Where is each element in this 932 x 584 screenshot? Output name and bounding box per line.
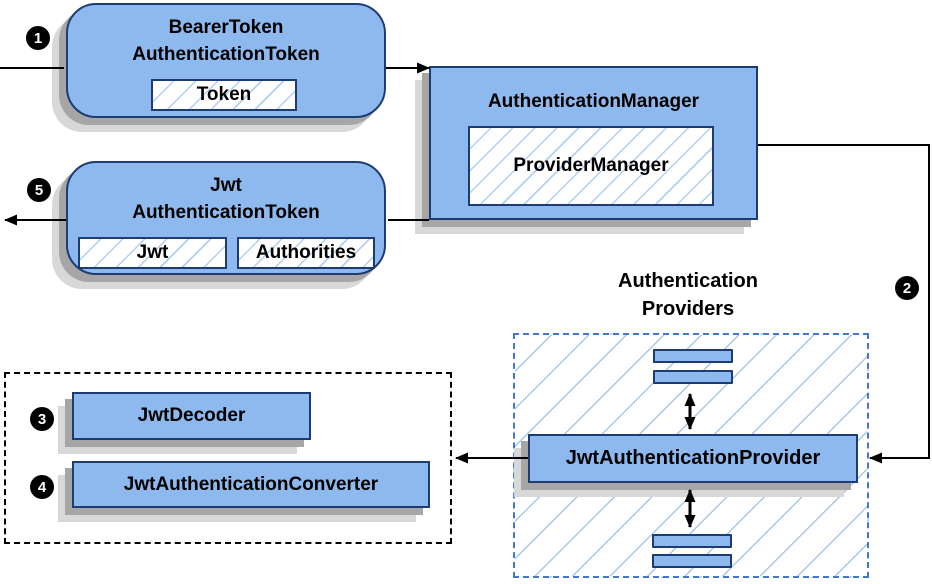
jwt-property-box: Jwt — [78, 237, 227, 269]
token-property-box: Token — [151, 79, 297, 111]
provider-slot-bar-top-2 — [653, 370, 733, 384]
jwt-authentication-provider-node: JwtAuthenticationProvider — [528, 434, 858, 483]
jwt-token-node-title: Jwt AuthenticationToken — [68, 163, 384, 226]
step-3-badge: 3 — [30, 407, 54, 431]
provider-slot-bar-bottom-1 — [652, 534, 732, 548]
jwt-token-title-line2: AuthenticationToken — [132, 202, 320, 223]
authentication-providers-heading: Authentication Providers — [562, 267, 814, 323]
providers-heading-line1: Authentication — [618, 270, 758, 292]
step-1-badge: 1 — [26, 26, 50, 50]
provider-manager-box: ProviderManager — [468, 126, 714, 206]
jwt-authentication-provider-label: JwtAuthenticationProvider — [565, 447, 821, 469]
authorities-property-box: Authorities — [237, 237, 375, 269]
jwt-authentication-converter-label: JwtAuthenticationConverter — [123, 473, 379, 495]
token-property-label: Token — [196, 84, 252, 105]
provider-slot-bar-top-1 — [653, 349, 733, 363]
step-4-badge: 4 — [30, 475, 54, 499]
jwt-property-label: Jwt — [136, 242, 169, 263]
jwt-token-title-line1: Jwt — [210, 175, 242, 196]
jwt-authentication-converter-node: JwtAuthenticationConverter — [72, 461, 430, 508]
step-2-badge: 2 — [895, 276, 919, 300]
authentication-manager-title: AuthenticationManager — [487, 91, 700, 112]
jwt-converter-group-box — [4, 372, 452, 544]
bearer-token-title-line2: AuthenticationToken — [132, 44, 320, 65]
jwt-decoder-node: JwtDecoder — [72, 392, 311, 440]
authorities-property-label: Authorities — [255, 242, 357, 263]
bearer-token-node-title: BearerToken AuthenticationToken — [68, 5, 384, 68]
provider-manager-label: ProviderManager — [513, 155, 669, 176]
providers-heading-line2: Providers — [641, 298, 735, 320]
provider-slot-bar-bottom-2 — [652, 554, 732, 568]
step-5-badge: 5 — [27, 178, 51, 202]
bearer-token-title-line1: BearerToken — [168, 17, 284, 38]
jwt-decoder-label: JwtDecoder — [137, 405, 246, 426]
